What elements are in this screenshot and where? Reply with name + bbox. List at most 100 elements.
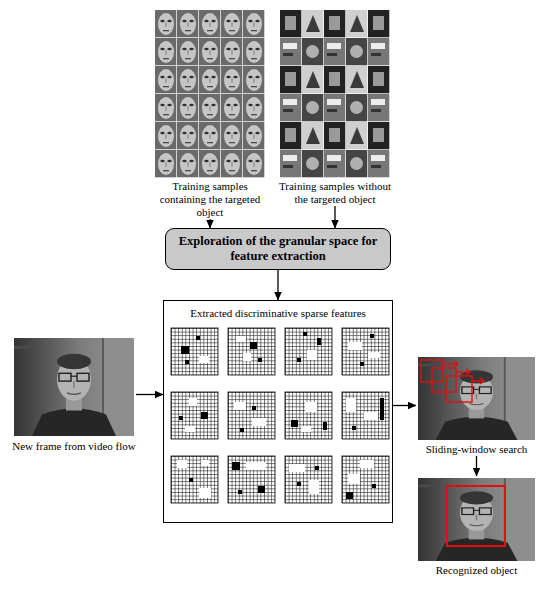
flow-arrow xyxy=(136,394,163,395)
illustration-part xyxy=(196,336,200,340)
flow-arrow xyxy=(277,270,278,300)
illustration-part xyxy=(370,334,374,338)
illustration-part xyxy=(285,392,332,439)
illustration-part xyxy=(456,369,470,375)
illustration-part xyxy=(171,392,218,439)
illustration-part xyxy=(285,328,332,375)
illustration-part xyxy=(181,346,189,354)
illustration-part xyxy=(179,416,183,420)
illustration-part xyxy=(185,426,195,432)
illustration-part xyxy=(303,332,307,336)
illustration-part xyxy=(421,360,484,402)
illustration-part xyxy=(380,398,384,420)
illustration-part xyxy=(323,422,327,430)
illustration-part xyxy=(285,392,332,439)
illustration-part xyxy=(364,412,378,420)
illustration-part xyxy=(189,398,197,406)
image-caption: Training samples without the targeted ob… xyxy=(273,180,397,206)
process-box: Exploration of the granular space for fe… xyxy=(165,228,391,270)
illustration-part xyxy=(348,342,362,350)
illustration-part xyxy=(285,456,332,503)
image-node: New frame from video flow xyxy=(12,336,136,453)
illustration-part xyxy=(317,338,321,345)
illustration-part xyxy=(342,328,389,375)
illustration-part xyxy=(228,392,275,439)
flow-arrow xyxy=(209,219,210,228)
illustration-part xyxy=(348,474,360,484)
image-caption: Sliding-window search xyxy=(416,443,537,456)
illustration-part xyxy=(228,392,275,439)
image-caption: New frame from video flow xyxy=(12,440,136,453)
image-caption: Training samples containing the targeted… xyxy=(148,180,272,219)
illustration-part xyxy=(177,460,187,468)
illustration-part xyxy=(228,328,275,375)
illustration-part xyxy=(418,357,535,440)
image-node: Sliding-window search xyxy=(416,355,537,456)
illustration-part xyxy=(360,460,374,468)
image-node: Training samples containing the targeted… xyxy=(148,8,272,219)
flow-arrow xyxy=(393,405,416,406)
illustration-part xyxy=(243,353,251,361)
illustration-part xyxy=(171,328,218,375)
illustration-part xyxy=(446,376,472,402)
illustration-part xyxy=(185,360,189,364)
illustration-part xyxy=(236,336,246,342)
illustration-part xyxy=(155,10,265,178)
box-label: Exploration of the granular space for fe… xyxy=(174,234,382,264)
illustration-part xyxy=(352,426,356,430)
illustration-part xyxy=(189,478,193,482)
illustration-part xyxy=(297,358,301,362)
illustration-part xyxy=(372,484,376,488)
illustration-part xyxy=(252,406,256,410)
illustration-part xyxy=(228,456,275,503)
feature-box: Extracted discriminative sparse features xyxy=(163,300,393,523)
illustration-part xyxy=(342,456,389,503)
illustration-part xyxy=(280,10,390,178)
illustration-part xyxy=(246,462,266,470)
illustration-part xyxy=(14,338,134,436)
illustration-part xyxy=(418,478,535,561)
illustration-part xyxy=(171,456,218,503)
illustration-part xyxy=(258,358,262,362)
illustration-part xyxy=(346,492,353,499)
illustration-part xyxy=(240,428,244,432)
illustration-part xyxy=(258,486,265,493)
illustration-part xyxy=(285,328,332,375)
illustration-part xyxy=(309,480,319,494)
illustration-part xyxy=(301,426,311,432)
illustration-part xyxy=(432,368,456,392)
illustration-part xyxy=(171,392,218,439)
illustration-part xyxy=(368,352,380,358)
flow-arrow xyxy=(334,206,335,228)
image-node: Training samples without the targeted ob… xyxy=(273,8,397,206)
illustration-part xyxy=(250,342,257,349)
illustration-part xyxy=(228,328,275,375)
illustration-part xyxy=(360,362,364,366)
illustration-part xyxy=(252,418,266,426)
illustration-part xyxy=(289,464,305,472)
illustration-part xyxy=(232,462,240,470)
box-label: Extracted discriminative sparse features xyxy=(164,307,392,320)
illustration-part xyxy=(342,392,389,439)
illustration-part xyxy=(201,460,209,466)
illustration-part xyxy=(297,482,301,486)
illustration-part xyxy=(201,412,208,419)
illustration-part xyxy=(346,398,356,412)
illustration-part xyxy=(238,490,242,494)
illustration-part xyxy=(171,328,218,375)
illustration-part xyxy=(199,356,209,363)
illustration-part xyxy=(291,420,298,427)
illustration-part xyxy=(199,488,211,498)
illustration-part xyxy=(342,392,389,439)
flow-arrow xyxy=(476,456,477,476)
illustration-part xyxy=(285,456,332,503)
illustration-part xyxy=(307,350,317,360)
image-caption: Recognized object xyxy=(416,564,537,577)
illustration-part xyxy=(443,361,458,367)
illustration-part xyxy=(447,486,505,546)
illustration-part xyxy=(472,378,484,384)
illustration-part xyxy=(228,456,275,503)
image-node: Recognized object xyxy=(416,476,537,577)
illustration-part xyxy=(342,456,389,503)
